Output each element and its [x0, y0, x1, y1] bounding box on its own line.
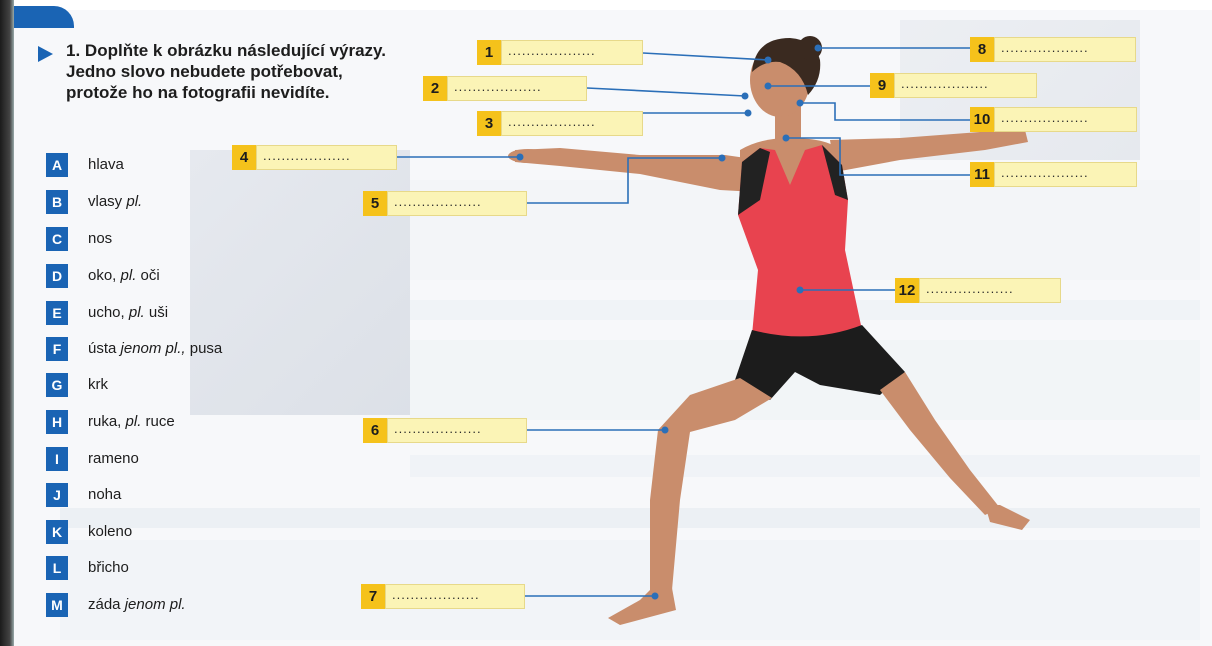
- answer-number: 9: [870, 73, 894, 98]
- left-hand: [508, 149, 548, 163]
- leader-dot-10: [797, 100, 804, 107]
- answer-field[interactable]: ...................: [385, 584, 525, 609]
- answer-number: 7: [361, 584, 385, 609]
- left-foot: [608, 588, 676, 625]
- answer-number: 6: [363, 418, 387, 443]
- leader-dot-9: [765, 83, 772, 90]
- answer-number: 5: [363, 191, 387, 216]
- leader-line-1: [643, 53, 768, 60]
- leader-dot-6: [662, 427, 669, 434]
- shorts: [735, 325, 905, 400]
- answer-field[interactable]: ...................: [501, 40, 643, 65]
- leader-dot-11: [783, 135, 790, 142]
- answer-field[interactable]: ...................: [994, 107, 1137, 132]
- leader-dot-5: [719, 155, 726, 162]
- answer-number: 1: [477, 40, 501, 65]
- answer-field[interactable]: ...................: [501, 111, 643, 136]
- answer-field[interactable]: ...................: [387, 418, 527, 443]
- left-arm: [515, 148, 760, 192]
- answer-number: 2: [423, 76, 447, 101]
- answer-field[interactable]: ...................: [994, 37, 1136, 62]
- right-leg: [880, 372, 1000, 515]
- leader-dot-3: [745, 110, 752, 117]
- answer-number: 4: [232, 145, 256, 170]
- answer-number: 11: [970, 162, 994, 187]
- leader-line-2: [587, 88, 745, 96]
- leader-line-10: [800, 103, 970, 120]
- right-foot: [985, 505, 1030, 530]
- answer-number: 12: [895, 278, 919, 303]
- answer-number: 8: [970, 37, 994, 62]
- leader-dot-4: [517, 154, 524, 161]
- answer-field[interactable]: ...................: [387, 191, 527, 216]
- answer-number: 10: [970, 107, 994, 132]
- answer-field[interactable]: ...................: [894, 73, 1037, 98]
- leader-dot-8: [815, 45, 822, 52]
- leader-dot-12: [797, 287, 804, 294]
- leader-dot-1: [765, 57, 772, 64]
- leader-dot-2: [742, 93, 749, 100]
- answer-field[interactable]: ...................: [919, 278, 1061, 303]
- answer-field[interactable]: ...................: [447, 76, 587, 101]
- answer-field[interactable]: ...................: [256, 145, 397, 170]
- answer-number: 3: [477, 111, 501, 136]
- answer-field[interactable]: ...................: [994, 162, 1137, 187]
- leader-dot-7: [652, 593, 659, 600]
- left-leg: [650, 378, 772, 598]
